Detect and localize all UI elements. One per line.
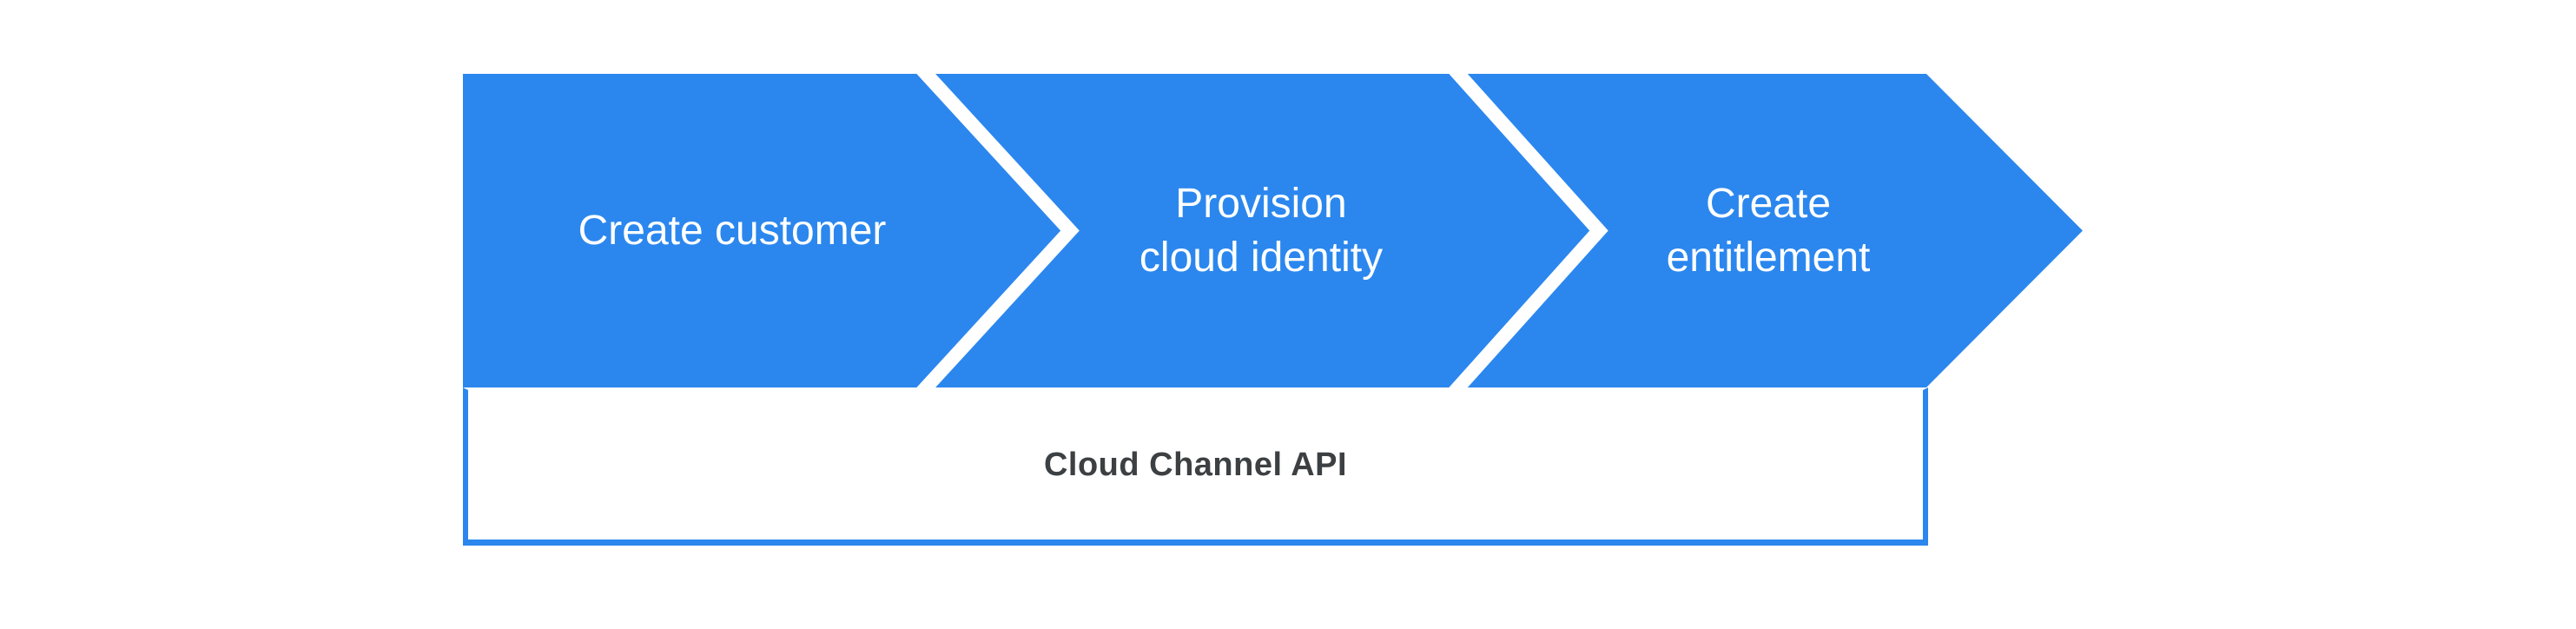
step-separator-chevron-1	[914, 74, 1080, 387]
cloud-channel-api-box: Cloud Channel API	[463, 387, 1928, 546]
step-separator-chevron-2	[1446, 74, 1608, 387]
arrow-band-shape	[463, 74, 2083, 387]
api-box-label: Cloud Channel API	[1043, 446, 1348, 483]
